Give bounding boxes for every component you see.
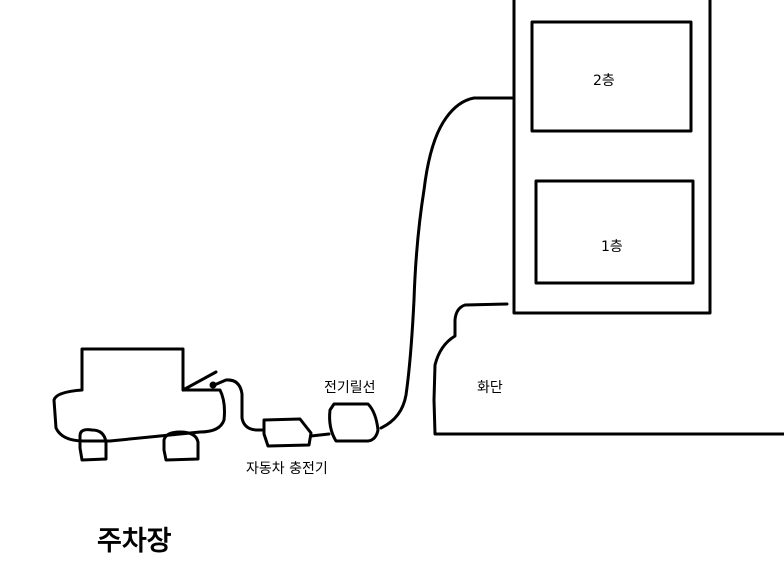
car-front-line bbox=[181, 370, 218, 392]
floor1-label: 1층 bbox=[601, 239, 623, 255]
cable-line bbox=[379, 96, 514, 430]
charger-box bbox=[262, 417, 313, 448]
parking-label: 주차장 bbox=[97, 526, 172, 557]
car-wheel-right bbox=[162, 430, 200, 462]
car-wheel-left bbox=[78, 428, 108, 462]
charging-plug bbox=[209, 381, 217, 389]
flowerbed-outline bbox=[432, 302, 784, 436]
cable-reel bbox=[328, 402, 380, 443]
floor2-label: 2층 bbox=[593, 73, 615, 89]
floor1-box bbox=[534, 179, 695, 285]
charger-reel-wire bbox=[309, 432, 331, 438]
car-charger-wire bbox=[210, 378, 264, 432]
car-body bbox=[52, 347, 226, 443]
cable-reel-label: 전기릴선 bbox=[324, 380, 376, 396]
floor2-box bbox=[530, 20, 693, 133]
building-outline bbox=[512, 0, 712, 315]
flowerbed-label: 화단 bbox=[477, 380, 503, 396]
charger-label: 자동차 충전기 bbox=[246, 461, 328, 477]
